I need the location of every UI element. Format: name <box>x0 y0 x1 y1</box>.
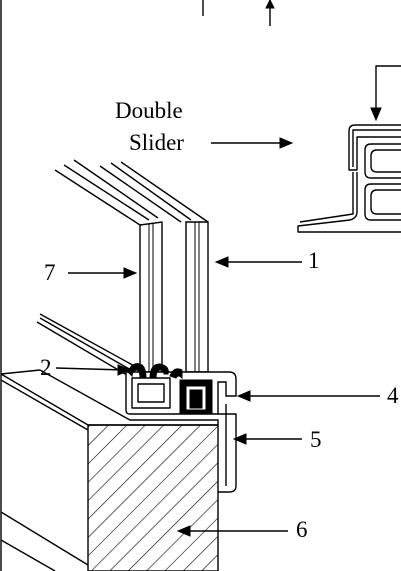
lower-panel-edges <box>36 313 139 379</box>
sill-block <box>0 369 219 571</box>
track-frame <box>125 363 237 493</box>
sash-7 <box>139 221 163 373</box>
part-4-label: 4 <box>387 383 399 408</box>
double-slider-label-line2: Slider <box>129 130 184 155</box>
part-1-arrow <box>214 256 302 268</box>
part-1-label: 1 <box>308 248 320 273</box>
part-5-arrow <box>232 433 302 445</box>
part-6-arrow <box>176 525 288 537</box>
part-6-label: 6 <box>296 517 308 542</box>
double-slider-detail <box>297 65 401 233</box>
part-7-arrow <box>68 267 138 279</box>
part-7-label: 7 <box>44 260 56 285</box>
part-4-arrow <box>236 390 380 402</box>
part-2-label: 2 <box>40 355 52 380</box>
part-5-label: 5 <box>310 427 322 452</box>
part-2-arrow <box>55 364 132 376</box>
top-dimension-ticks <box>202 0 275 26</box>
double-slider-arrow <box>211 137 294 149</box>
double-slider-label-line1: Double <box>115 98 183 123</box>
sash-1 <box>185 221 209 373</box>
glass-panels <box>54 159 209 226</box>
